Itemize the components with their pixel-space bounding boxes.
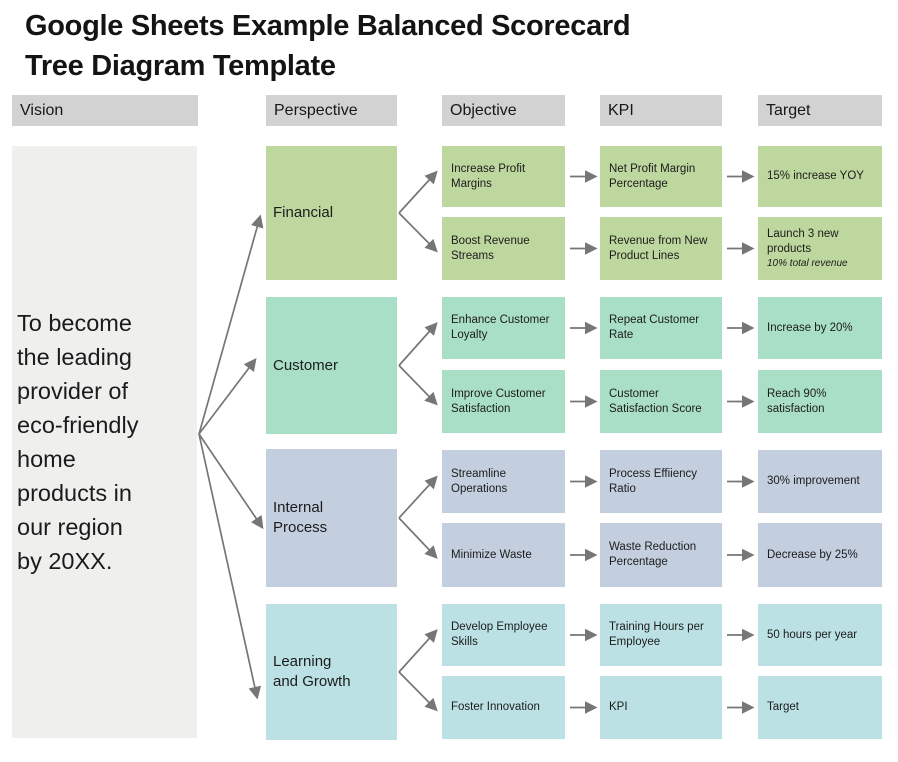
- kpi-text: Training Hours per Employee: [609, 621, 704, 648]
- objective-text: Boost Revenue Streams: [451, 234, 530, 262]
- objective-box-financial-1: Increase Profit Margins: [442, 146, 565, 207]
- vision-text-line: by 20XX.: [17, 548, 113, 574]
- perspective-label-line: Process: [273, 519, 328, 536]
- column-header-vision: Vision: [12, 95, 198, 126]
- objective-text: Streamline Operations: [451, 467, 508, 495]
- vision-text-line: products in: [17, 480, 132, 506]
- objective-box-financial-2: Boost Revenue Streams: [442, 217, 565, 280]
- objective-text: Improve Customer Satisfaction: [451, 387, 546, 415]
- target-text: 30% improvement: [767, 475, 860, 487]
- connector-arrow: [198, 433, 264, 530]
- objective-text: Foster Innovation: [451, 701, 540, 713]
- vision-box: To become the leading provider of eco-frien…: [12, 146, 197, 738]
- kpi-text: Repeat Customer Rate: [609, 314, 700, 341]
- objective-box-learning-and-growth-1: Develop Employee Skills: [442, 604, 565, 666]
- perspective-box-learning-and-growth: Learning and Growth: [266, 604, 397, 740]
- kpi-box-financial-1: Net Profit Margin Percentage: [600, 146, 722, 207]
- connector-arrow: [398, 629, 438, 673]
- kpi-box-financial-2: Revenue from New Product Lines: [600, 217, 722, 280]
- connector-arrow: [198, 214, 264, 435]
- kpi-text: Process Effiiency Ratio: [609, 467, 697, 495]
- kpi-text: Customer Satisfaction Score: [609, 387, 702, 415]
- target-box-customer-2: Reach 90% satisfaction: [758, 370, 882, 433]
- connector-arrow: [198, 357, 257, 435]
- target-text: Launch 3 new products: [767, 228, 839, 255]
- connector-arrow: [398, 170, 438, 214]
- objective-box-internal-process-2: Minimize Waste: [442, 523, 565, 587]
- kpi-box-customer-2: Customer Satisfaction Score: [600, 370, 722, 433]
- vision-text-line: home: [17, 446, 76, 472]
- vision-text-line: our region: [17, 514, 123, 540]
- kpi-box-internal-process-2: Waste Reduction Percentage: [600, 523, 722, 587]
- kpi-text: KPI: [609, 701, 628, 713]
- kpi-text: Revenue from New Product Lines: [609, 234, 708, 262]
- kpi-box-learning-and-growth-1: Training Hours per Employee: [600, 604, 722, 666]
- perspective-label-line: Customer: [273, 356, 339, 374]
- connector-arrow: [398, 517, 438, 559]
- target-box-learning-and-growth-1: 50 hours per year: [758, 604, 882, 666]
- target-note-text: 10% total revenue: [767, 258, 848, 269]
- page-title: Google Sheets Example Balanced Scorecard…: [25, 6, 631, 86]
- target-text: Increase by 20%: [767, 321, 853, 334]
- column-header-target: Target: [758, 95, 882, 126]
- kpi-box-learning-and-growth-2: KPI: [600, 676, 722, 739]
- column-header-perspective: Perspective: [266, 95, 397, 126]
- perspective-label-line: and Growth: [273, 673, 351, 690]
- perspective-box-customer: Customer: [266, 297, 397, 434]
- perspective-label-line: Learning: [273, 653, 332, 670]
- connector-arrow: [398, 475, 438, 519]
- target-text: 15% increase YOY: [767, 170, 864, 182]
- vision-text-line: To become: [17, 310, 132, 336]
- target-text: Decrease by 25%: [767, 548, 858, 561]
- objective-box-learning-and-growth-2: Foster Innovation: [442, 676, 565, 739]
- target-text: Reach 90% satisfaction: [767, 387, 827, 415]
- page-title-line-1: Google Sheets Example Balanced Scorecard: [25, 10, 631, 42]
- connector-arrow: [398, 212, 438, 253]
- target-box-financial-1: 15% increase YOY: [758, 146, 882, 207]
- target-box-customer-1: Increase by 20%: [758, 297, 882, 359]
- perspective-label-line: Internal: [273, 499, 324, 516]
- perspective-label-line: Financial: [273, 204, 334, 221]
- vision-text-line: eco-friendly: [17, 412, 139, 438]
- objective-text: Enhance Customer Loyalty: [451, 314, 550, 341]
- objective-text: Minimize Waste: [451, 548, 532, 561]
- column-header-objective: Objective: [442, 95, 565, 126]
- objective-box-customer-2: Improve Customer Satisfaction: [442, 370, 565, 433]
- perspective-box-financial: Financial: [266, 146, 397, 280]
- kpi-text: Net Profit Margin Percentage: [609, 162, 696, 190]
- target-box-internal-process-2: Decrease by 25%: [758, 523, 882, 587]
- connector-arrow: [398, 322, 438, 367]
- target-text: Target: [767, 701, 799, 713]
- page-title-line-2: Tree Diagram Template: [25, 50, 336, 82]
- connector-arrow: [398, 671, 438, 712]
- vision-text-line: the leading: [17, 344, 132, 370]
- objective-text: Develop Employee Skills: [451, 621, 548, 648]
- target-text: 50 hours per year: [767, 628, 858, 641]
- vision-text-line: provider of: [17, 378, 129, 404]
- kpi-box-customer-1: Repeat Customer Rate: [600, 297, 722, 359]
- objective-box-internal-process-1: Streamline Operations: [442, 450, 565, 513]
- kpi-text: Waste Reduction Percentage: [609, 541, 697, 568]
- connector-arrow: [398, 364, 438, 406]
- target-box-financial-2: Launch 3 new products 10% total revenue: [758, 217, 882, 280]
- connector-arrow: [198, 433, 262, 700]
- target-box-internal-process-1: 30% improvement: [758, 450, 882, 513]
- column-header-kpi: KPI: [600, 95, 722, 126]
- kpi-box-internal-process-1: Process Effiiency Ratio: [600, 450, 722, 513]
- target-box-learning-and-growth-2: Target: [758, 676, 882, 739]
- objective-text: Increase Profit Margins: [451, 162, 526, 190]
- objective-box-customer-1: Enhance Customer Loyalty: [442, 297, 565, 359]
